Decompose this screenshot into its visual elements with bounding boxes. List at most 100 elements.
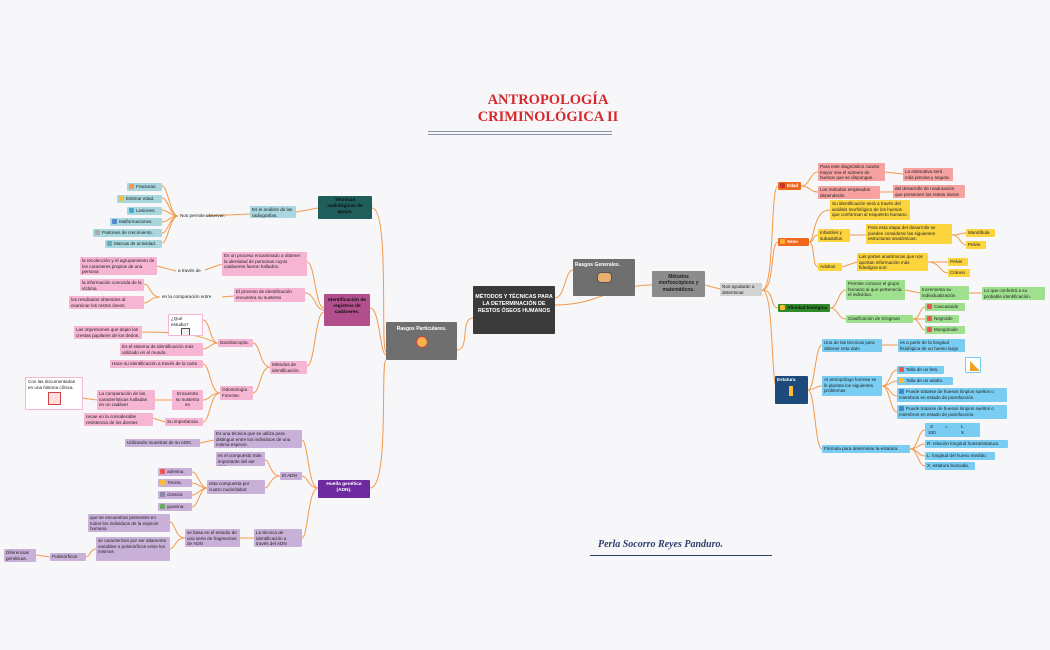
muestras-adn[interactable]: Utilizando muestras de su ADN. [125, 439, 200, 447]
grupo-humano[interactable]: Permite conocer el grupo humano al que p… [846, 280, 905, 300]
carta-dental[interactable]: Hace su identificación a través de la ca… [110, 360, 203, 368]
nucleotido[interactable]: guanina. [158, 503, 192, 511]
etapa-desarrollo[interactable]: Para esta etapa del desarrollo se pueden… [866, 224, 952, 244]
su-importancia[interactable]: Su importancia [165, 418, 203, 426]
formula-r[interactable]: R: relación longitud hueso/estatura. [925, 440, 1008, 448]
recoleccion-caracteres[interactable]: la recolección y el agrupamiento de los … [80, 257, 157, 275]
tecnicas-radiologicas-node[interactable]: Técnicas radiológicas de apoyo. [318, 196, 372, 219]
bullet-icon [95, 230, 100, 236]
que-estudia[interactable]: ¿Qué estudia? [168, 314, 203, 336]
impresiones-crestas[interactable]: Las impresiones que dejan las crestas pa… [74, 326, 142, 339]
bullet-icon [899, 389, 904, 395]
compuesto-importante[interactable]: es el compuesto más importante del ser v… [216, 452, 265, 466]
adultos[interactable]: Adultos [818, 263, 842, 271]
title-underline [428, 131, 612, 132]
tecnica-estatura[interactable]: Una de las técnicas para obtener esta da… [822, 339, 882, 352]
sexo-node[interactable]: Sexo [778, 238, 809, 246]
observar-item[interactable]: Lesiones. [127, 207, 162, 215]
probable-identificacion[interactable]: Lo que conferirá a su probable identific… [982, 287, 1045, 300]
formula-eq: = [945, 424, 948, 429]
afinidad-biologica-node[interactable]: Afinidad biológica [778, 304, 830, 312]
nucleotido[interactable]: citosina [158, 491, 192, 499]
nos-ayudaran[interactable]: Nos ayudarán a determinar [720, 283, 762, 296]
title-underline-2 [428, 134, 612, 135]
estimativa[interactable]: La estimativa será más precisa y segura. [903, 168, 953, 181]
observar-item[interactable]: Estimar edad. [117, 195, 162, 203]
el-adn[interactable]: El ADN [280, 472, 302, 480]
nucleotido[interactable]: Timina. [158, 479, 192, 487]
formula-x-def[interactable]: X: estatura buscada. [925, 462, 975, 470]
observar-item[interactable]: Patrones de crecimiento. [93, 229, 162, 237]
metodos-empleados[interactable]: Los métodos empleados dependerán [818, 186, 880, 199]
encuentra-sustento[interactable]: Encuentra su sustento en [172, 390, 203, 410]
sistema-identificacion[interactable]: Es el sistema de identificación más util… [120, 343, 203, 356]
estudio-fragmentos[interactable]: se basa en el estudio de una serie de fr… [185, 529, 240, 547]
analisis-radiografias[interactable]: Es el análisis de las radiografías. [250, 206, 296, 218]
informacion-victima[interactable]: la información conocida de la víctima [80, 279, 144, 291]
historia-clinica[interactable]: Con las documentadas en una historia clí… [25, 377, 83, 410]
formula[interactable]: S = L 100 X [925, 423, 980, 437]
bullet-icon [112, 219, 117, 225]
ruler-icon [789, 385, 793, 396]
individualizacion[interactable]: Incrementa su individualización [920, 286, 969, 300]
observar-item[interactable]: Marcas de actividad. [105, 240, 162, 248]
diagnostico-edad[interactable]: Para este diagnóstico cuanto mayor sea e… [818, 163, 885, 181]
huella-genetica-node[interactable]: Huella genética (ADN). [318, 480, 370, 498]
problema-item[interactable]: Puede tratarse de huesos limpios sueltos… [897, 405, 1007, 419]
formula-l-def[interactable]: L: longitud del hueso medido. [925, 452, 995, 460]
identificacion-adn[interactable]: La técnica de identificación a través de… [254, 529, 302, 547]
observar-item[interactable]: Malformaciones. [110, 218, 162, 226]
resultados-restos[interactable]: los resultados obtenidos al examinar los… [69, 296, 144, 309]
longitud-fisiologica[interactable]: es a partir de la longitud fisiológica d… [898, 339, 965, 352]
observar-item[interactable]: Fracturas. [127, 183, 162, 191]
comparacion-caracteristicas[interactable]: La comparación de las características ha… [97, 390, 155, 410]
infantiles-subadultos[interactable]: Infantiles y subadultos [818, 229, 850, 242]
rasgos-generales-label: Rasgos Generales. [575, 262, 621, 268]
rasgos-particulares-node[interactable]: Rasgos Particulares. [386, 322, 457, 360]
problema-item[interactable]: Talla de un adulto. [897, 377, 953, 385]
pelvis-adultos[interactable]: Pelvis [948, 258, 968, 266]
central-topic[interactable]: MÉTODOS Y TÉCNICAS PARA LA DETERMINACIÓN… [473, 286, 555, 334]
estatura-node[interactable]: Estatura [775, 376, 808, 404]
edad-node[interactable]: Edad [778, 182, 801, 190]
metodos-morfoscopicos-node[interactable]: Métodos morfoscópicos y matemáticos. [652, 271, 705, 297]
proceso-identificacion[interactable]: El proceso de identificación encuentra s… [234, 288, 305, 302]
polimorficos[interactable]: Polimórficos [50, 553, 86, 561]
partes-anatomicas[interactable]: Las partes anatómicas que nos aportan in… [857, 253, 928, 271]
clasificacion-krogman[interactable]: Clasificación de Krogman [846, 315, 913, 323]
author-name: Perla Socorro Reyes Panduro. [598, 539, 723, 550]
pelvis[interactable]: Pelvis [966, 241, 986, 249]
globe-icon [780, 305, 785, 311]
bullet-icon [160, 504, 165, 510]
proceso-encaminado[interactable]: Es un proceso encaminado a obtener la id… [222, 252, 307, 276]
desarrollo-maduracion[interactable]: del desarrollo de maduración que present… [893, 185, 965, 198]
grupo-racial[interactable]: Negroide [925, 315, 959, 323]
odontologia-forense[interactable]: Odontología Forense. [220, 386, 253, 400]
formula-s: S [930, 424, 934, 429]
problemas-antropologo[interactable]: Al antropólogo forense se le plantea los… [822, 376, 882, 396]
diferencias-geneticas[interactable]: Diferencias genéticas. [4, 549, 36, 562]
grupo-racial[interactable]: Caucasoide [925, 303, 965, 311]
nucleotido[interactable]: adenina. [158, 468, 192, 476]
grupo-racial[interactable]: Mongoloide [925, 326, 965, 334]
nos-permite-observar: Nos permite observar: [180, 213, 226, 218]
craneo[interactable]: Cráneo [948, 269, 970, 277]
identificacion-registros-node[interactable]: Identificación de registros de cadáveres… [324, 294, 370, 326]
metodos-identificacion[interactable]: Métodos de identificación. [270, 361, 307, 374]
title-line-1: ANTROPOLOGÍA [487, 92, 609, 108]
mandibula[interactable]: Mandíbula [966, 229, 995, 237]
en-la-comparacion: en la comparación entre [162, 294, 212, 299]
bullet-icon [160, 492, 165, 498]
resistencia-dientes[interactable]: recae en la considerable resistencia de … [84, 413, 153, 426]
formula-estatura[interactable]: Fórmula para determinar la estatura. [822, 445, 910, 453]
presentes-individuos[interactable]: que se encuentran presentes en todos los… [88, 514, 170, 532]
rasgos-generales-node[interactable]: Rasgos Generales. [573, 259, 635, 296]
altamente-variables[interactable]: se caracterizan por ser altamente variab… [96, 537, 170, 561]
bullet-icon [129, 184, 134, 190]
tecnica-adn[interactable]: Es una técnica que se utiliza para disti… [214, 430, 302, 448]
cuatro-nucleotidos[interactable]: esta compuesta por cuatro nucleótidos: [207, 480, 265, 494]
problema-item[interactable]: Talla de un feto. [897, 366, 944, 374]
dactiloscopia[interactable]: Dactiloscopía. [218, 339, 253, 347]
identificacion-sexo[interactable]: Su identificación será a través del anál… [830, 200, 910, 220]
problema-item[interactable]: Puede tratarse de huesos limpios sueltos… [897, 388, 1007, 402]
